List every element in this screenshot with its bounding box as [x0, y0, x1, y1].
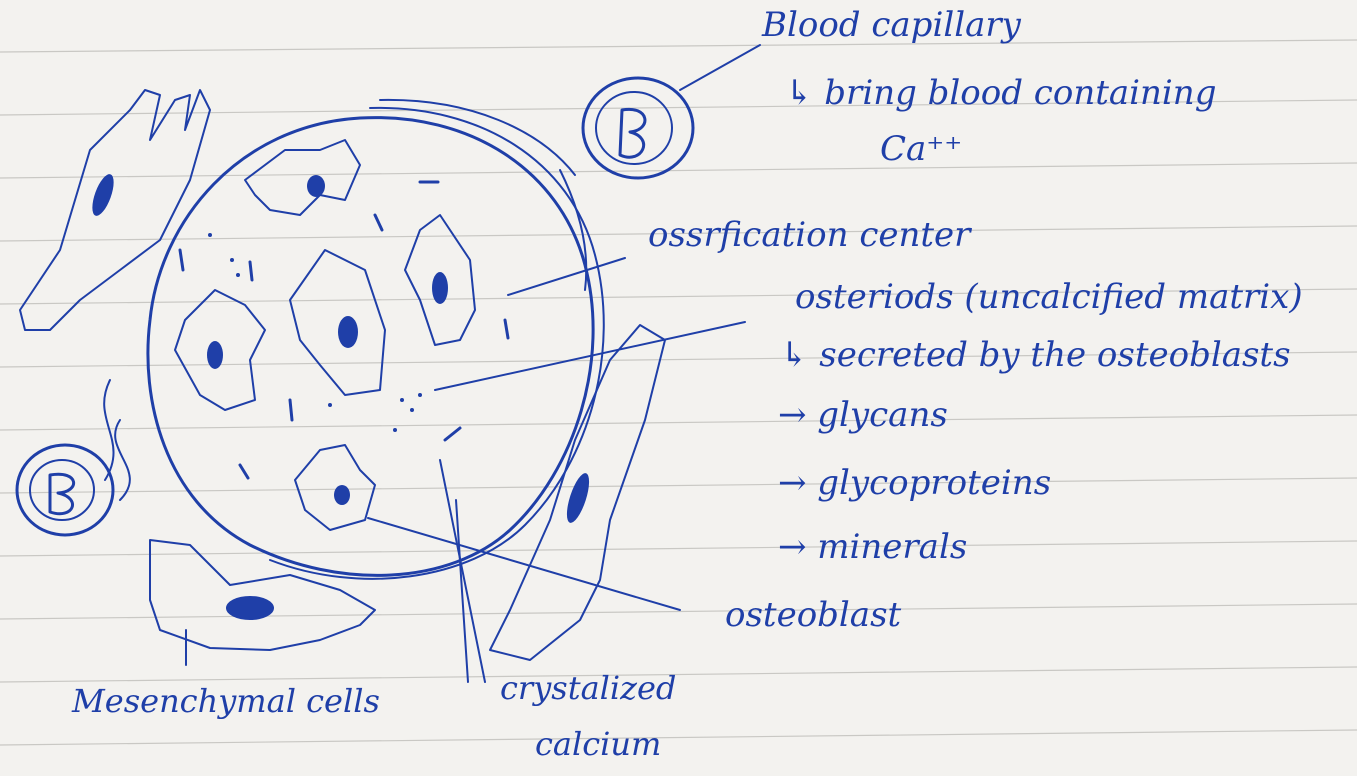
label-blood-note: ↳ bring blood containing [785, 76, 1216, 110]
label-crystalized: crystalized [500, 672, 676, 704]
label-glycans: → glycans [778, 398, 948, 432]
label-mesenchymal-cells: Mesenchymal cells [72, 685, 380, 717]
label-osteoblast: osteoblast [725, 598, 901, 632]
label-osteoids: osteriods (uncalcified matrix) [795, 280, 1303, 314]
label-glycoproteins: → glycoproteins [778, 466, 1051, 500]
label-calcium: calcium [535, 728, 661, 760]
label-minerals: → minerals [778, 530, 967, 564]
ruled-lines [0, 40, 1357, 745]
label-ossification-center: ossrfication center [648, 218, 970, 252]
osteoblast-cells [175, 140, 475, 530]
label-calcium-ion: Ca⁺⁺ [880, 132, 962, 166]
label-blood-capillary: Blood capillary [762, 8, 1021, 42]
label-secreted: ↳ secreted by the osteoblasts [780, 338, 1291, 372]
